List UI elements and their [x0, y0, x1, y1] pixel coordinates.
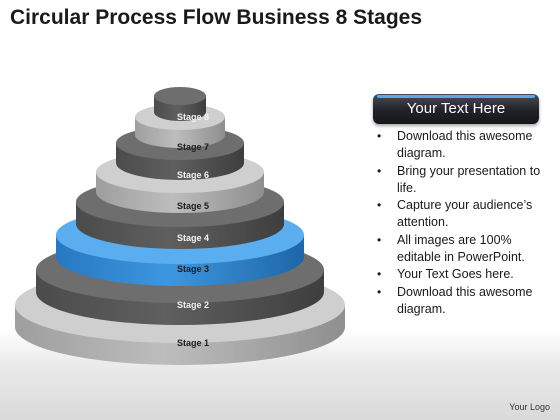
stage-label: Stage 1 [177, 338, 209, 348]
logo-text: Your Logo [509, 402, 550, 412]
bullet-item: Bring your presentation to life. [372, 163, 548, 198]
stage-label: Stage 6 [177, 170, 209, 180]
stage-label: Stage 3 [177, 264, 209, 274]
stage-label: Stage 8 [177, 112, 209, 122]
bullet-list: Download this awesome diagram. Bring you… [372, 128, 548, 318]
bullet-item: Download this awesome diagram. [372, 284, 548, 319]
bullet-item: Download this awesome diagram. [372, 128, 548, 163]
stage-label: Stage 4 [177, 233, 209, 243]
bullet-item: All images are 100% editable in PowerPoi… [372, 232, 548, 267]
stage-label: Stage 2 [177, 300, 209, 310]
stage-label: Stage 5 [177, 201, 209, 211]
stage-label: Stage 7 [177, 142, 209, 152]
bullet-item: Capture your audience’s attention. [372, 197, 548, 232]
text-header-label: Your Text Here [406, 100, 506, 117]
text-header-box: Your Text Here [373, 94, 539, 124]
tier-top [154, 87, 206, 105]
page-title: Circular Process Flow Business 8 Stages [10, 6, 423, 29]
stage-tier-8 [154, 87, 206, 121]
bullet-item: Your Text Goes here. [372, 266, 548, 284]
